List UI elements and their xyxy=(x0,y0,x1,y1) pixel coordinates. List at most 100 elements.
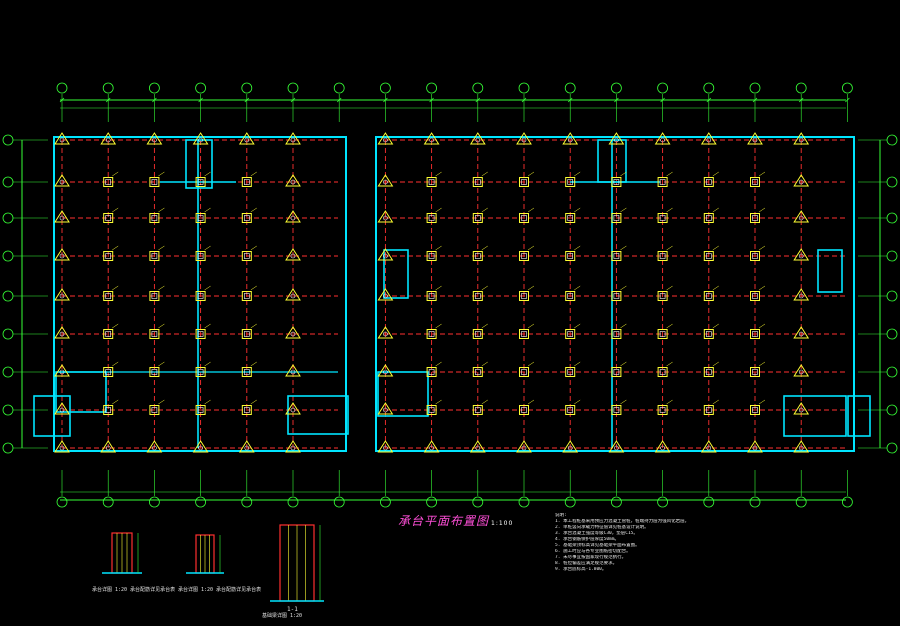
pile-cap-center xyxy=(428,215,435,221)
pile-cap xyxy=(103,251,114,261)
dimension-tick xyxy=(152,97,157,103)
axis-bubble-top xyxy=(749,82,761,94)
pile-cap-center xyxy=(567,179,574,185)
pile-cap-triangular xyxy=(54,402,70,415)
pile-cap-center xyxy=(705,331,712,337)
pile-cap-center xyxy=(383,253,388,259)
pile-cap xyxy=(657,177,668,187)
pile-cap-leader xyxy=(527,285,535,291)
pile-cap-center xyxy=(474,331,481,337)
pile-cap xyxy=(103,329,114,339)
drawing-title-text: 承台平面布置图 xyxy=(398,514,490,528)
pile-cap-center xyxy=(567,215,574,221)
pile-cap xyxy=(149,251,160,261)
pile-cap-center xyxy=(197,331,204,337)
pile-cap-triangular xyxy=(285,402,301,415)
pile-cap xyxy=(241,367,252,377)
pile-cap-leader xyxy=(527,207,535,213)
axis-bubble-right xyxy=(886,404,898,416)
pile-cap xyxy=(519,405,529,415)
pile-cap-center xyxy=(244,179,250,185)
pile-cap-center xyxy=(705,215,712,221)
pile-cap-center xyxy=(429,445,434,451)
pile-cap xyxy=(149,405,160,415)
pile-cap-center xyxy=(706,445,712,451)
axis-bubble-left xyxy=(2,366,14,378)
pile-cap-leader xyxy=(574,323,581,329)
pile-cap-leader xyxy=(112,245,119,251)
pile-cap-center xyxy=(798,137,804,143)
pile-cap-center xyxy=(197,369,204,375)
pile-cap-triangular xyxy=(377,288,394,301)
pile-cap-leader xyxy=(574,207,581,213)
pile-cap-center xyxy=(659,215,666,221)
detail-caption-1: 承台详图 1:20 承台配筋详见承台表 xyxy=(92,587,176,593)
pile-cap-triangular xyxy=(562,440,579,453)
pile-cap-leader xyxy=(712,361,719,367)
pile-cap-triangular xyxy=(793,364,810,377)
pile-cap-leader xyxy=(204,171,211,177)
pile-cap-leader xyxy=(758,399,766,405)
pile-cap-center xyxy=(659,331,666,337)
axis-bubble-bottom xyxy=(795,496,807,508)
pile-cap-center xyxy=(798,445,804,451)
axis-bubble-right xyxy=(886,442,898,454)
pile-cap-center xyxy=(752,331,758,337)
pile-cap xyxy=(241,291,252,301)
pile-cap-leader xyxy=(481,399,488,405)
pile-cap-center xyxy=(475,137,481,143)
axis-bubble-top xyxy=(657,82,668,94)
axis-bubble-left xyxy=(2,134,14,146)
axis-bubble-bottom xyxy=(472,496,484,508)
pile-cap-center xyxy=(197,407,204,413)
pile-cap-center xyxy=(244,407,250,413)
pile-cap-center xyxy=(660,137,665,143)
pile-cap-leader xyxy=(527,399,535,405)
design-note-line: 5. 基础梁顶标高详见基础梁平面布置图。 xyxy=(555,543,640,548)
pile-cap-center xyxy=(197,179,204,185)
pile-cap-center xyxy=(428,253,435,259)
pile-cap-leader xyxy=(620,285,627,291)
pile-cap-center xyxy=(567,137,573,143)
pile-cap-triangular xyxy=(793,402,810,415)
pile-cap xyxy=(657,405,668,415)
stair-pit-outline xyxy=(783,395,847,437)
pile-cap xyxy=(611,291,622,301)
pile-cap xyxy=(195,213,206,223)
pile-cap-center xyxy=(613,331,620,337)
pile-cap-center xyxy=(290,253,296,259)
pile-cap-center xyxy=(383,331,388,337)
pile-cap-center xyxy=(798,407,804,413)
pile-cap-center xyxy=(59,137,65,143)
pile-cap xyxy=(565,329,576,339)
pile-cap-center xyxy=(152,137,157,143)
pile-cap xyxy=(750,405,760,415)
pile-cap-leader xyxy=(620,323,627,329)
pile-cap-center xyxy=(105,331,111,337)
pile-cap-center xyxy=(290,369,296,375)
pile-cap-leader xyxy=(712,207,719,213)
pile-cap-center xyxy=(59,407,65,413)
pile-cap-leader xyxy=(112,361,119,367)
pile-cap xyxy=(750,329,760,339)
pile-cap-leader xyxy=(758,323,766,329)
pile-cap-center xyxy=(244,331,250,337)
pile-cap xyxy=(657,213,668,223)
pile-cap-leader xyxy=(435,285,442,291)
pile-cap xyxy=(195,291,206,301)
pile-cap-center xyxy=(197,293,204,299)
pile-cap-center xyxy=(752,137,758,143)
pile-cap-triangular xyxy=(700,440,717,453)
pile-cap-triangular xyxy=(54,210,70,223)
pile-cap-center xyxy=(197,215,204,221)
pile-cap-leader xyxy=(250,361,257,367)
pile-cap-center xyxy=(105,407,111,413)
pile-cap-center xyxy=(198,137,203,143)
pile-cap xyxy=(611,177,622,187)
pile-cap xyxy=(241,177,252,187)
pile-cap-triangular xyxy=(608,132,625,145)
pile-cap-leader xyxy=(712,171,719,177)
axis-bubble-right xyxy=(886,176,898,188)
pile-cap-center xyxy=(798,253,804,259)
